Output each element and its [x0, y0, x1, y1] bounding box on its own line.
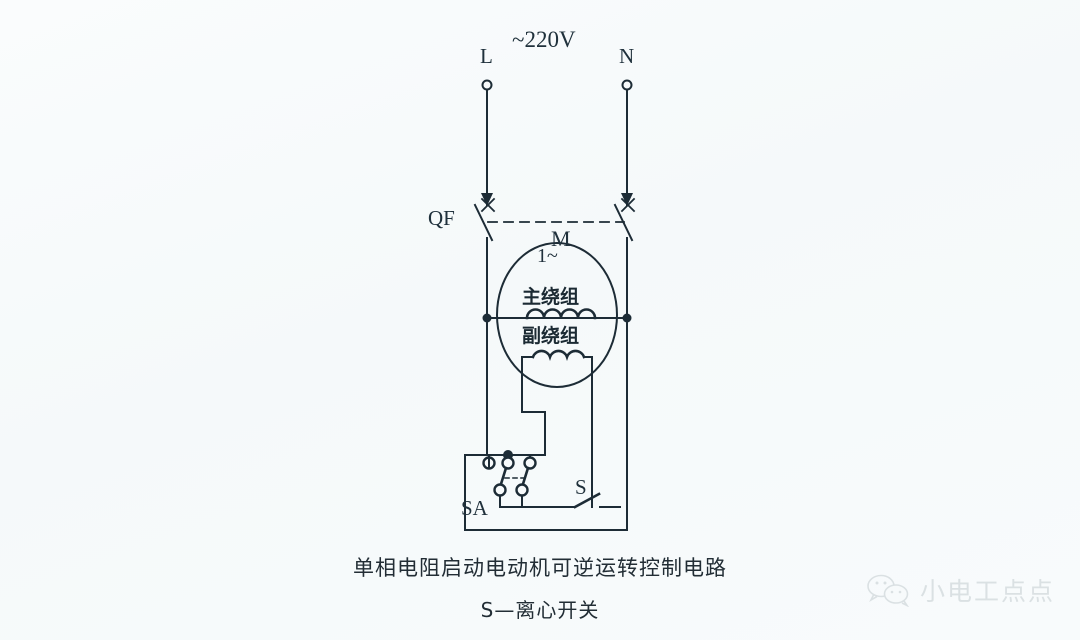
terminal-N [621, 79, 633, 91]
caption-main: 单相电阻启动电动机可逆运转控制电路 [353, 556, 727, 580]
breaker-label-qf: QF [428, 206, 455, 230]
watermark: 小电工点点 [866, 572, 1055, 608]
aux-winding-coil [531, 349, 586, 361]
wire-left-return-loop [464, 454, 628, 531]
motor-phase-label: 1~ [537, 245, 558, 267]
supply-voltage-label: ~220V [512, 27, 576, 52]
arrow-L-supply [481, 193, 493, 206]
sa-blade-2 [521, 466, 530, 486]
sa-blade-1 [499, 466, 508, 486]
centrifugal-switch-label: S [575, 475, 587, 499]
breaker-trip-mark-left [480, 197, 496, 213]
aux-winding-label: 副绕组 [522, 325, 580, 347]
arrow-N-supply [621, 193, 633, 206]
wechat-icon [867, 574, 909, 607]
motor-body [496, 242, 618, 388]
aux-winding-lead-left [521, 356, 534, 393]
wire-aux-left-route [521, 391, 546, 456]
sa-bottom-rail [499, 495, 569, 508]
terminal-L [481, 79, 493, 91]
breaker-blade-left [473, 203, 494, 242]
terminal-label-N: N [619, 44, 635, 68]
sa-terminal-bottom-1 [493, 483, 507, 497]
watermark-text: 小电工点点 [920, 577, 1056, 606]
caption-sub: S—离心开关 [480, 598, 600, 622]
sa-terminal-top-3 [523, 456, 537, 470]
motor-symbol-label: M [551, 226, 571, 251]
main-winding-label: 主绕组 [522, 286, 580, 308]
aux-winding-lead-right [583, 356, 593, 393]
main-winding-coil [525, 308, 597, 320]
breaker-trip-mark-right [620, 197, 636, 213]
sa-terminal-bottom-2 [515, 483, 529, 497]
terminal-label-L: L [480, 44, 493, 68]
s-switch-blade [573, 492, 601, 509]
sa-terminal-top-2 [501, 456, 515, 470]
selector-switch-label: SA [461, 496, 488, 520]
